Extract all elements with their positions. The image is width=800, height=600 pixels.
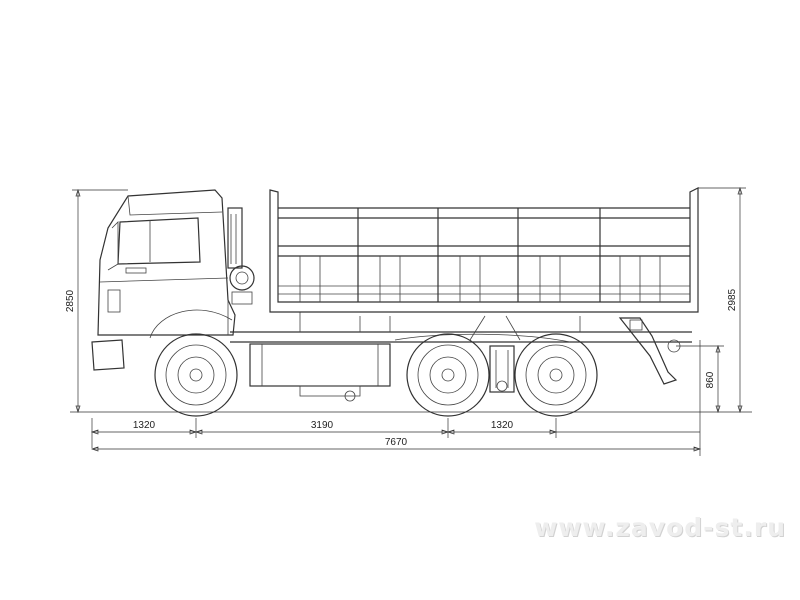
cab xyxy=(97,189,236,336)
website-watermark: www.zavod-st.ru xyxy=(534,513,786,542)
front-bumper xyxy=(91,339,125,371)
truck-body xyxy=(91,187,699,417)
dimension-lines xyxy=(72,186,746,456)
dim-wheelbase: 3190 xyxy=(311,420,334,431)
rear-wheel-first xyxy=(406,333,490,417)
front-wheel xyxy=(154,333,238,417)
dim-rear-axle-spacing: 1320 xyxy=(491,420,514,431)
bogie-suspension xyxy=(489,345,515,393)
dim-front-overhang: 1320 xyxy=(133,420,156,431)
fuel-tank xyxy=(249,343,391,402)
dim-cab-height: 2850 xyxy=(65,289,76,312)
rear-wheel-second xyxy=(514,333,598,417)
dim-overall-height: 2985 xyxy=(727,288,738,311)
air-intake xyxy=(227,207,255,305)
front-wheel-arch xyxy=(149,309,233,339)
chassis-frame xyxy=(230,312,692,343)
dim-overall-length: 7670 xyxy=(385,437,408,448)
cargo-body xyxy=(269,187,699,313)
dim-platform-height: 860 xyxy=(705,371,716,388)
rear-hitch xyxy=(618,317,681,385)
